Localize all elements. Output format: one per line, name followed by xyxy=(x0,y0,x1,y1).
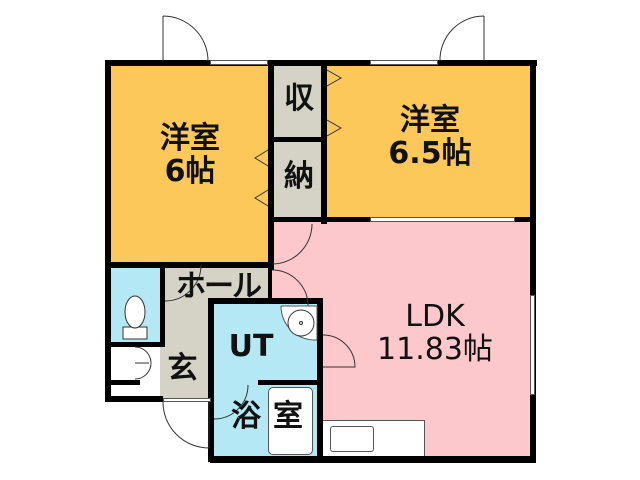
closet-fold-marks-left xyxy=(254,149,269,207)
room-name: 洋室 xyxy=(400,103,460,138)
storage-bottom xyxy=(272,140,325,220)
wall-ut-left xyxy=(208,298,214,462)
room-label-entrance: 玄 xyxy=(167,351,198,386)
room-size: 6.5帖 xyxy=(388,136,472,171)
wall-closet-right xyxy=(321,60,327,224)
closet-fold-marks-right xyxy=(326,69,343,137)
room-size: 6帖 xyxy=(164,154,216,189)
washbasin-icon xyxy=(280,305,318,341)
room-label-western-2: 洋室 6.5帖 xyxy=(355,104,505,170)
room-name: 洋室 xyxy=(160,121,220,156)
wall-hall-right xyxy=(268,268,272,304)
wall-left xyxy=(105,60,111,402)
wall-right xyxy=(530,60,536,463)
wall-ut-bottom xyxy=(258,380,322,385)
door-entrance xyxy=(162,401,210,449)
door-shoe-cabinet xyxy=(134,346,152,380)
room-label-hall: ホール xyxy=(176,269,262,304)
toilet-icon xyxy=(122,295,148,340)
wall-toilet-bottom xyxy=(105,342,165,347)
wall-closet-left xyxy=(268,60,274,270)
door-room1-exterior xyxy=(162,15,209,62)
wall-ut-top xyxy=(208,298,323,304)
room-label-storage-bottom: 納 xyxy=(284,159,314,194)
window-room2-top xyxy=(370,60,438,65)
hall-area-lower xyxy=(160,345,215,400)
door-hall-ldk xyxy=(271,269,309,307)
room-label-bath-1: 浴 xyxy=(231,399,261,434)
door-room2-exterior xyxy=(439,15,485,62)
window-ldk-right xyxy=(530,295,535,395)
room-label-storage-top: 収 xyxy=(284,81,314,116)
window-room2-bottom xyxy=(370,217,515,222)
room-size: 11.83帖 xyxy=(377,332,493,367)
wall-toilet-right xyxy=(160,265,165,347)
storage-top xyxy=(272,62,325,140)
bathtub xyxy=(268,387,313,455)
window-room1-top xyxy=(210,60,268,65)
room-label-bath-2: 室 xyxy=(273,399,303,434)
door-ldk-upper xyxy=(271,223,313,265)
wall-room1-bottom xyxy=(105,262,273,268)
door-bath xyxy=(213,384,249,420)
room-label-western-1: 洋室 6帖 xyxy=(125,122,255,188)
window-entry-bottom xyxy=(163,398,211,402)
room-name: LDK xyxy=(405,299,465,334)
room-label-ldk: LDK 11.83帖 xyxy=(360,300,510,366)
kitchen-sink xyxy=(330,426,374,452)
wall-bottom xyxy=(210,456,536,463)
wall-entry-bottom xyxy=(105,396,163,402)
western-room-6 xyxy=(105,62,272,265)
room-label-ut: UT xyxy=(228,329,274,364)
door-ut-ldk xyxy=(322,334,356,368)
wall-shoe-bottom xyxy=(105,380,140,385)
door-toilet xyxy=(164,264,202,302)
wall-closet-mid xyxy=(270,137,325,142)
western-room-6-5 xyxy=(325,62,535,220)
